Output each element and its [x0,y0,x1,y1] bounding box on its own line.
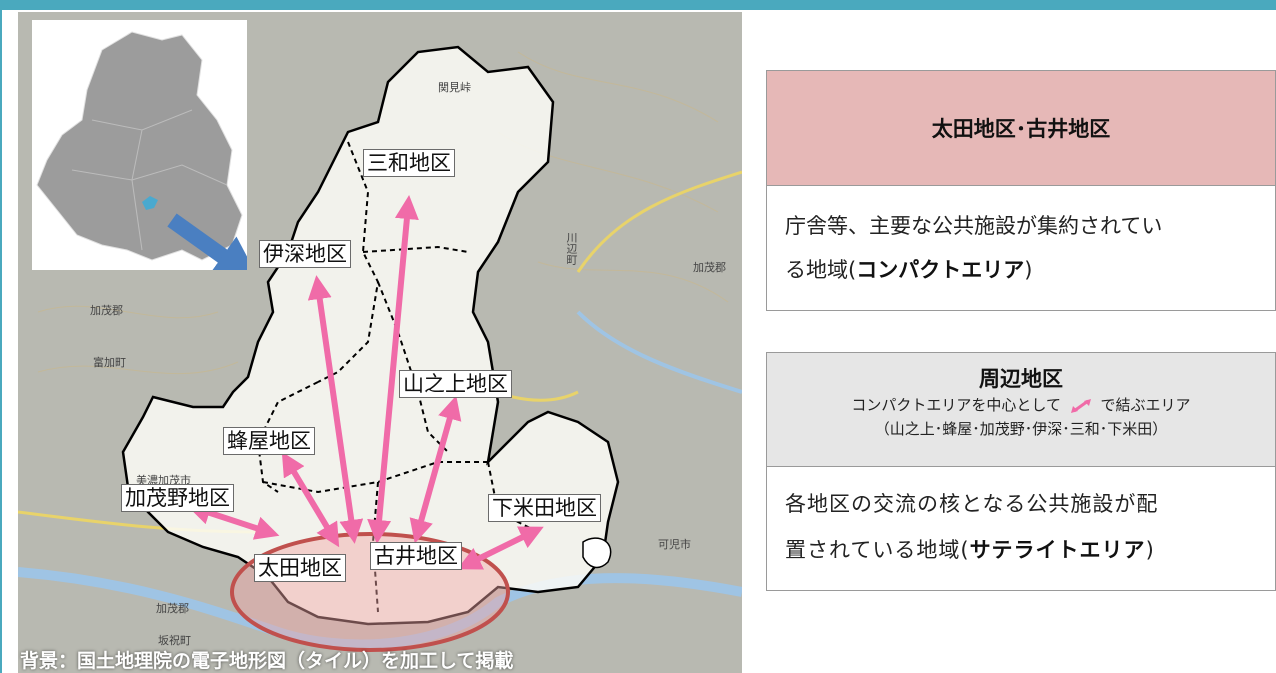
peripheral-sub-after: で結ぶエリア [1100,396,1191,414]
district-label-shimoyoneda: 下米田地区 [488,494,601,522]
compact-area-title: 太田地区･古井地区 [931,117,1111,141]
peripheral-area-panel: 周辺地区 コンパクトエリアを中心として で結ぶエリア （山之上･蜂屋･加茂野･伊… [766,352,1276,591]
peripheral-desc-line1: 各地区の交流の核となる公共施設が配 [785,492,1159,516]
place-sakahogi: 坂祝町 [158,634,191,647]
district-label-miwa: 三和地区 [363,149,455,177]
district-label-ota: 太田地区 [254,554,346,582]
peripheral-district-list: （山之上･蜂屋･加茂野･伊深･三和･下米田） [874,420,1168,438]
peripheral-sub-before: コンパクトエリアを中心として [851,396,1061,414]
place-kani-city: 可児市 [658,538,691,551]
place-tomika: 富加町 [93,356,126,369]
map-panel: 関見峠 川辺町 加茂郡 加茂郡 富加町 美濃加茂市 可児市 加茂郡 坂祝町 三和… [18,12,742,673]
peripheral-desc-line2-prefix: 置されている地域( [785,538,970,562]
compact-area-term: コンパクトエリア [856,258,1025,282]
map-credit: 背景：国土地理院の電子地形図（タイル）を加工して掲載 [20,650,514,672]
place-kawabe: 川辺町 [565,232,578,265]
place-kamo-gun-3: 加茂郡 [156,602,189,615]
compact-desc-line1: 庁舎等、主要な公共施設が集約されてい [785,214,1163,238]
connection-arrows [186,195,544,570]
left-accent-rule [0,10,2,673]
place-kamo-gun-1: 加茂郡 [693,261,726,274]
district-label-hachiya: 蜂屋地区 [223,427,315,455]
compact-area-header: 太田地区･古井地区 [767,71,1275,186]
place-kamo-gun-2: 加茂郡 [90,304,123,317]
peripheral-area-description: 各地区の交流の核となる公共施設が配 置されている地域(サテライトエリア) [767,467,1275,573]
double-arrow-icon [1070,398,1091,413]
prefecture-inset-map [32,20,262,284]
river [18,567,742,650]
compact-desc-line2-prefix: る地域( [785,258,857,282]
peripheral-desc-suffix: ) [1145,538,1155,562]
district-label-yamanoue: 山之上地区 [399,370,512,398]
place-minokamo-city: 美濃加茂市 [136,474,191,487]
peripheral-area-header: 周辺地区 コンパクトエリアを中心として で結ぶエリア （山之上･蜂屋･加茂野･伊… [767,353,1275,467]
place-sekino-pass: 関見峠 [438,81,471,94]
satellite-area-term: サテライトエリア [969,538,1146,562]
top-accent-bar [0,0,1276,10]
compact-area-panel: 太田地区･古井地区 庁舎等、主要な公共施設が集約されてい る地域(コンパクトエリ… [766,70,1276,311]
compact-desc-line2: る地域(コンパクトエリア) [785,248,1275,292]
peripheral-area-subtitle: コンパクトエリアを中心として で結ぶエリア [767,393,1275,417]
district-label-kamono: 加茂野地区 [121,484,234,512]
peripheral-desc-line2: 置されている地域(サテライトエリア) [785,527,1275,573]
peripheral-area-title: 周辺地区 [979,367,1063,391]
compact-area-description: 庁舎等、主要な公共施設が集約されてい る地域(コンパクトエリア) [767,186,1275,292]
district-label-furui: 古井地区 [370,542,462,570]
district-label-ibuka: 伊深地区 [259,240,351,268]
compact-desc-suffix: ) [1024,258,1033,282]
